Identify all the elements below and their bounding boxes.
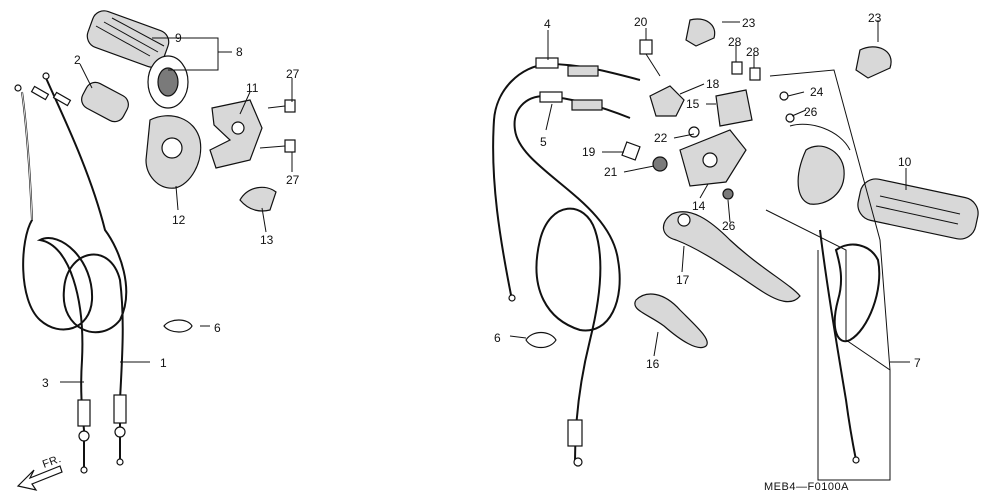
callout-27-upper: 27: [286, 67, 300, 81]
callout-12: 12: [172, 213, 186, 227]
cable-clip-6-left: [163, 319, 193, 333]
callout-5: 5: [540, 135, 547, 149]
callout-18: 18: [706, 77, 720, 91]
cable-end-barrel: [42, 72, 50, 80]
callout-28-a: 28: [728, 35, 742, 49]
callout-24: 24: [810, 85, 824, 99]
cable-clip-6-mid: [525, 331, 557, 349]
hot-start-cable-5: [513, 91, 631, 467]
handlebar-7: [819, 229, 881, 464]
throttle-cable-3: [21, 91, 94, 474]
throttle-grip-tube-2: [81, 81, 129, 123]
strap-23-mid: [685, 18, 716, 47]
callout-16: 16: [646, 357, 660, 371]
throttle-housing-lower-12: [145, 115, 202, 189]
cable-end-fitting: [52, 91, 72, 107]
callout-3: 3: [42, 376, 49, 390]
hot-start-lever-16: [634, 293, 708, 349]
strap-23-right: [855, 46, 892, 79]
callout-1: 1: [160, 356, 167, 370]
clutch-cable-4: [492, 57, 641, 302]
callout-23-mid: 23: [742, 16, 756, 30]
front-arrow-icon: [16, 465, 63, 491]
bolts-28: [731, 61, 761, 81]
callout-8: 8: [236, 45, 243, 59]
bolt-19: [621, 141, 641, 161]
throttle-housing-upper-11: [209, 99, 263, 169]
nut-26-mid: [722, 188, 734, 200]
callout-6-mid: 6: [494, 331, 501, 345]
throttle-cover-13: [239, 186, 277, 212]
callout-17: 17: [676, 273, 690, 287]
cable-end-fitting: [30, 85, 50, 101]
callout-20: 20: [634, 15, 648, 29]
callout-9: 9: [175, 31, 182, 45]
holder-15: [715, 89, 753, 127]
lever-holder-14: [679, 129, 747, 187]
callout-26-mid: 26: [722, 219, 736, 233]
bolt-20: [639, 39, 661, 77]
nut-21: [652, 156, 668, 172]
group-bracket-7: [769, 69, 891, 371]
callout-7: 7: [914, 356, 921, 370]
lever-bracket-18: [649, 85, 685, 117]
callout-26-right: 26: [804, 105, 818, 119]
callout-4: 4: [544, 17, 551, 31]
callout-2: 2: [74, 53, 81, 67]
callout-23-right: 23: [868, 11, 882, 25]
callout-6-left: 6: [214, 321, 221, 335]
callout-15: 15: [686, 97, 700, 111]
handlebar-grip-10: [857, 178, 979, 240]
callout-10: 10: [898, 155, 912, 169]
bolt-24: [779, 91, 789, 101]
callout-22: 22: [654, 131, 668, 145]
clutch-lever-17: [662, 211, 801, 303]
callout-13: 13: [260, 233, 274, 247]
callout-19: 19: [582, 145, 596, 159]
screw-27-upper: [267, 99, 296, 113]
callout-27-lower: 27: [286, 173, 300, 187]
leader-lines: [60, 20, 910, 383]
drawing-code: MEB4—F0100A: [764, 481, 849, 493]
callout-11: 11: [246, 81, 259, 95]
throttle-grip-9: [86, 10, 189, 109]
switch-housing: [789, 123, 851, 205]
callout-14: 14: [692, 199, 706, 213]
screw-27-lower: [259, 139, 296, 153]
callout-28-b: 28: [746, 45, 760, 59]
throttle-cable-1: [45, 77, 128, 466]
callout-21: 21: [604, 165, 618, 179]
cable-end-barrel: [14, 84, 22, 92]
collar-22: [688, 126, 700, 138]
